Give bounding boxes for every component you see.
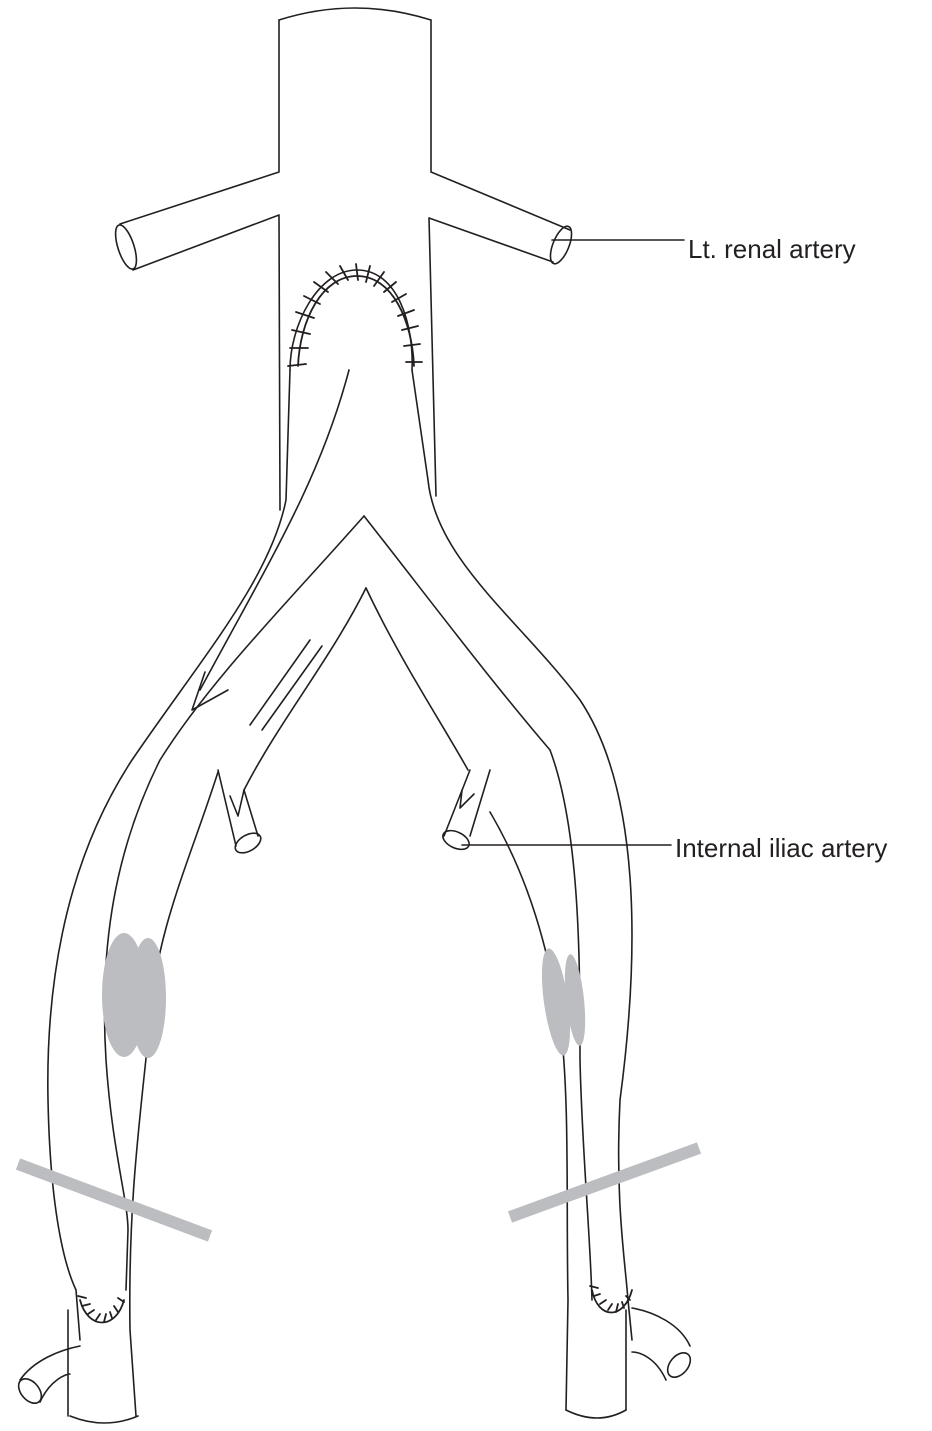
leader-lines [462, 240, 684, 845]
right-renal-artery [111, 223, 140, 272]
flow-arrows [192, 672, 474, 816]
right-internal-iliac-flow-arrow-icon [460, 790, 474, 808]
bifurcated-graft [48, 270, 632, 1340]
aorta-right-lower-wall [429, 218, 553, 496]
graft-guide-mark [250, 640, 310, 725]
right-external-iliac-artery [490, 812, 626, 1418]
left-clamp [18, 1164, 210, 1236]
right-occlusion-patches [537, 947, 589, 1057]
aorta [120, 8, 570, 510]
graft-left-limb-inner [104, 516, 364, 1290]
graft-guide-mark [262, 646, 322, 730]
right-clamp [510, 1148, 699, 1217]
left-femoral-branch [14, 1346, 80, 1408]
left-distal-suture-line [78, 1296, 124, 1323]
graft-left-inner-line [244, 588, 366, 790]
aorta-left-lower-wall [133, 215, 280, 510]
right-distal-suture-line [590, 1286, 632, 1313]
right-internal-iliac-artery [440, 770, 490, 853]
internal-iliac-artery-label: Internal iliac artery [675, 835, 887, 861]
graft-right-limb-outer [412, 370, 632, 1340]
left-internal-iliac-flow-arrow-icon [230, 790, 244, 816]
aorta-top-cut [279, 8, 431, 20]
proximal-suture-line [288, 264, 422, 366]
aorta-right-wall [431, 20, 570, 230]
graft-center-line [200, 370, 349, 690]
graft-right-inner-line [366, 588, 468, 770]
graft-proximal-outline [290, 270, 412, 370]
aorta-left-wall [120, 20, 279, 224]
vascular-clamps [18, 1148, 699, 1236]
left-occlusion-patches [102, 933, 166, 1058]
left-internal-iliac-artery [218, 770, 264, 857]
left-renal-artery [546, 223, 576, 266]
graft-right-limb-inner [364, 516, 592, 1300]
left-renal-artery-label: Lt. renal artery [688, 236, 856, 262]
left-external-iliac-artery [68, 772, 218, 1423]
right-femoral-branch [632, 1308, 695, 1382]
